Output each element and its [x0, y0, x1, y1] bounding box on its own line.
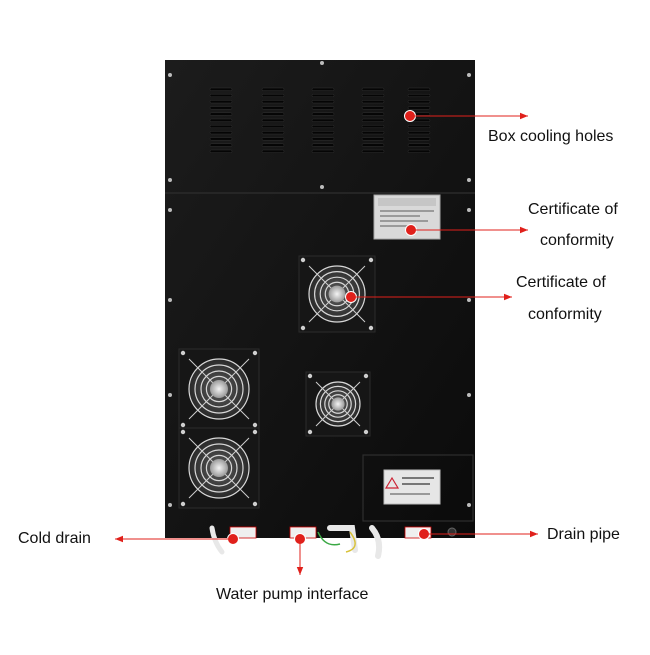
- label-certificate-1-line2: conformity: [540, 232, 614, 249]
- label-certificate-1-line1: Certificate of: [528, 201, 618, 218]
- fan-center-small: [305, 371, 371, 437]
- panel-screws: [168, 61, 471, 507]
- label-cold-drain: Cold drain: [18, 530, 91, 547]
- label-certificate-2-line1: Certificate of: [516, 274, 606, 291]
- label-certificate-2-line2: conformity: [528, 306, 602, 323]
- label-box-cooling-holes: Box cooling holes: [488, 128, 614, 145]
- fan-left-lower: [178, 427, 260, 509]
- fan-left-upper: [178, 348, 260, 430]
- label-drain-pipe: Drain pipe: [547, 526, 620, 543]
- callout-markers: [115, 110, 538, 575]
- bottom-fittings: [209, 525, 457, 559]
- label-water-pump-interface: Water pump interface: [216, 586, 369, 603]
- warning-sticker: [362, 454, 474, 522]
- fan-top-center: [298, 255, 376, 333]
- cooling-vents: [209, 87, 431, 153]
